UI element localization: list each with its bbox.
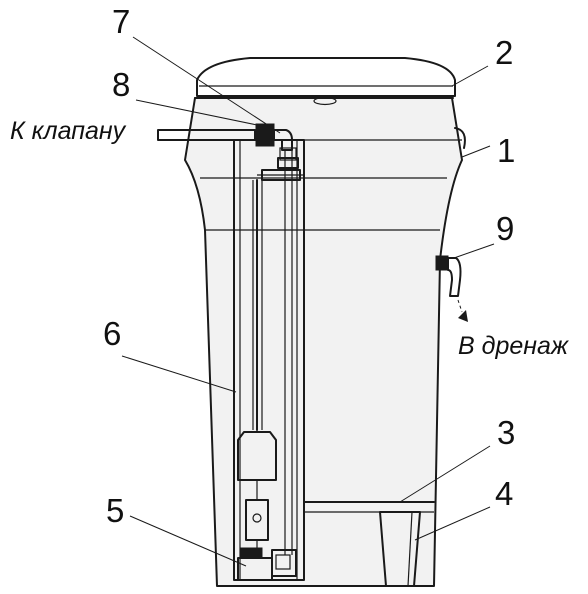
platform-leg	[379, 511, 421, 587]
brine-tube	[157, 123, 299, 169]
callout-3: 3	[497, 414, 515, 451]
callout-7: 7	[112, 3, 130, 40]
lid-handle	[313, 96, 337, 106]
air-check-valve	[237, 547, 297, 581]
salt-platform	[303, 501, 435, 587]
tank-body	[184, 97, 466, 587]
caption-to-drain: В дренаж	[458, 332, 570, 360]
float	[237, 431, 277, 481]
float-assembly	[237, 150, 305, 555]
overflow-fitting	[435, 255, 468, 322]
caption-to-valve: К клапану	[10, 117, 127, 145]
callout-5: 5	[106, 492, 124, 529]
callout-6: 6	[103, 315, 121, 352]
callout-4: 4	[495, 475, 513, 512]
callout-8: 8	[112, 66, 130, 103]
leader-lines	[121, 36, 495, 567]
callout-9: 9	[496, 210, 514, 247]
tank-lid	[194, 57, 456, 106]
callout-1: 1	[497, 132, 515, 169]
drain-arrow-icon	[458, 310, 468, 322]
callout-2: 2	[495, 34, 513, 71]
